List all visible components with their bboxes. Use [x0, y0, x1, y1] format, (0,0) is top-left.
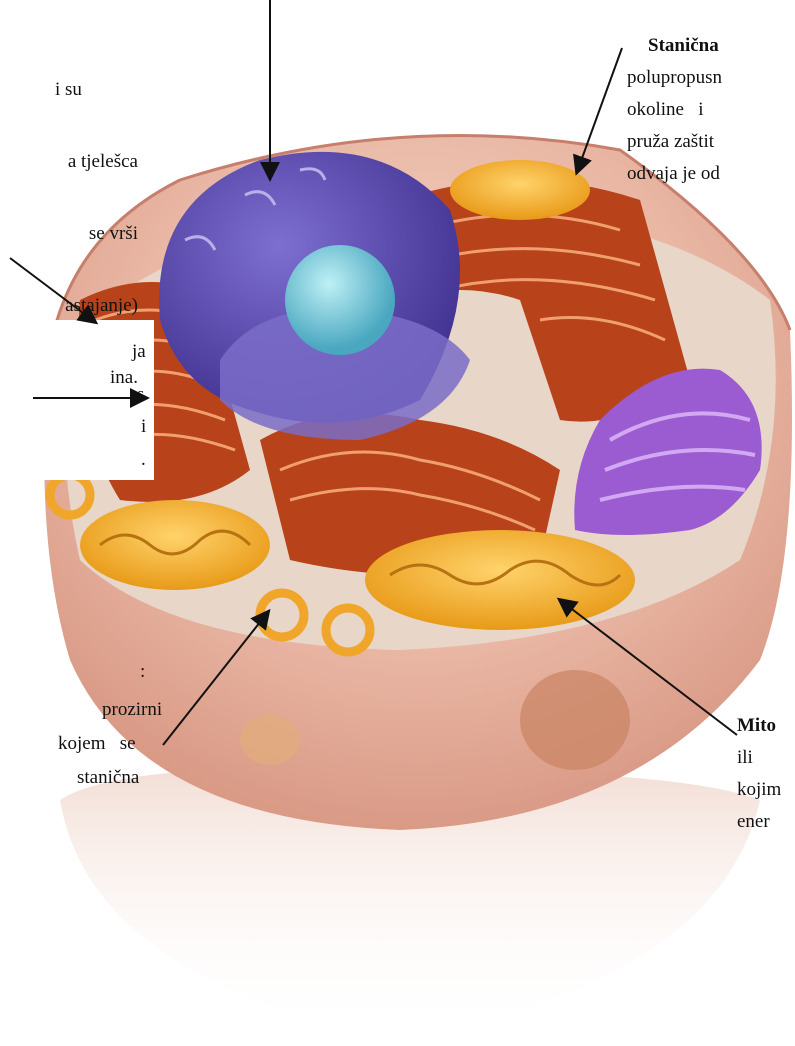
cytoplasm-line-3: kojem se [58, 732, 136, 756]
mitochondria-line-1: ili [737, 746, 753, 770]
membrane-line-3: pruža zaštit [627, 130, 714, 154]
ribosomes-line-2: a tjelešca [50, 150, 138, 174]
membrane-line-1: polupropusn [627, 66, 722, 90]
membrane-title: Stanična [648, 34, 719, 58]
er-line-1: ja [132, 340, 146, 364]
membrane-line-2: okoline i [627, 98, 704, 122]
mitochondrion-upper [450, 160, 590, 220]
cytoplasm-line-4: stanična [77, 766, 139, 790]
cytoplasm-line-1: : [140, 660, 145, 684]
ribosomes-line-3: se vrši [58, 222, 138, 246]
mitochondrion-left [80, 500, 270, 590]
mitochondria-title: Mito [737, 714, 776, 738]
nucleolus [285, 245, 395, 355]
er-line-4: . [141, 448, 146, 472]
mitochondrion-right [365, 530, 635, 630]
ribosomes-description: i su a tjelešca se vrši astajanje) ina. [55, 30, 138, 414]
membrane-title-text: Stanična [648, 35, 719, 56]
ribosomes-line-4: astajanje) [55, 294, 138, 318]
er-line-2: s [137, 383, 144, 407]
ribosomes-line-5: ina. [110, 366, 138, 390]
cytoplasm-line-2: prozirni [102, 698, 162, 722]
mitochondria-line-3: ener [737, 810, 770, 834]
membrane-line-4: odvaja je od [627, 162, 720, 186]
ribosomes-line-1: i su [55, 78, 138, 102]
mitochondria-line-2: kojim [737, 778, 781, 802]
er-line-3: i [141, 415, 146, 439]
mitochondria-title-text: Mito [737, 715, 776, 736]
